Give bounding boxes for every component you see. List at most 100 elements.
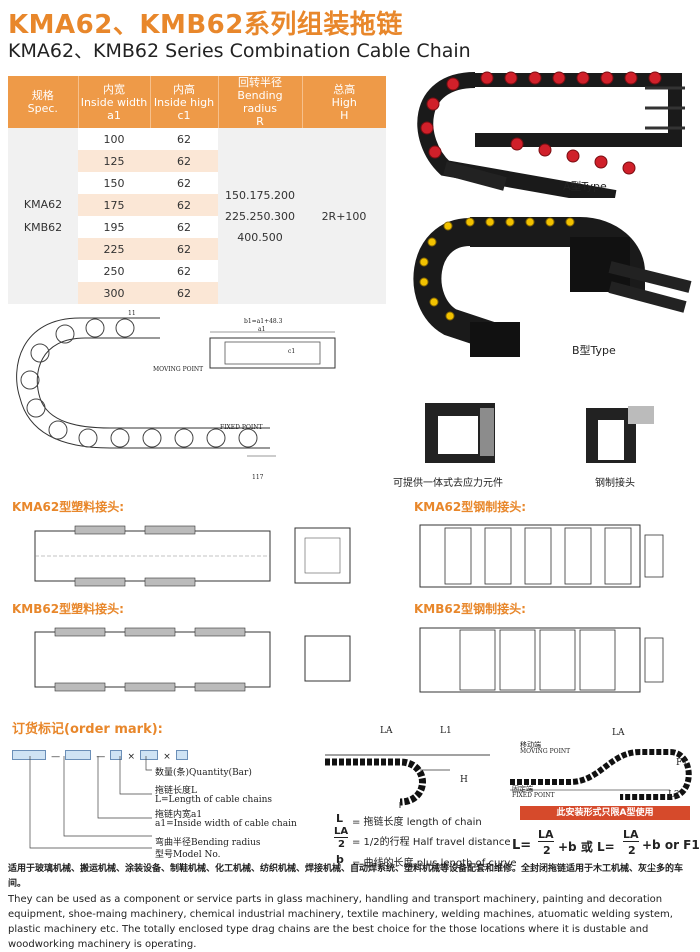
travel-diagram	[325, 754, 490, 808]
header-en: Inside width	[80, 95, 148, 109]
legend-la-text: = 1/2的行程 Half travel distance	[352, 837, 511, 848]
side-view-drawing	[16, 317, 276, 457]
width-cell: 100	[103, 132, 125, 146]
footer-text: 适用于玻璃机械、搬运机械、涂装设备、制鞋机械、化工机械、纺织机械、焊接机械、自动…	[8, 862, 696, 952]
height-cell: 62	[177, 264, 191, 278]
b-type-caption: B型Type	[572, 344, 616, 357]
radius-cell: 150.175.200 225.250.300 400.500	[218, 128, 302, 304]
width-cell: 250	[103, 264, 125, 278]
footer-cn: 适用于玻璃机械、搬运机械、涂装设备、制鞋机械、化工机械、纺织机械、焊接机械、自动…	[8, 864, 684, 889]
legend-l-sym: L	[336, 812, 344, 825]
legend-la-sym: LA	[334, 826, 349, 838]
formula-la-den-2: 2	[628, 844, 636, 857]
formula-part-2: +b 或 L=	[558, 840, 615, 854]
order-line: a1=Inside width of cable chain	[155, 819, 297, 829]
height-cell: 62	[177, 132, 191, 146]
header-en: Inside high	[153, 95, 215, 109]
radius-line: 400.500	[237, 230, 283, 244]
kma-steel-drawing	[419, 524, 664, 588]
dim-117-label: 117	[252, 474, 264, 481]
dim-a1-label: a1	[258, 326, 266, 333]
height-cell: 62	[177, 176, 191, 190]
order-line: L=Length of cable chains	[155, 795, 272, 805]
install-diagram	[510, 749, 692, 800]
kmb-plastic-title: KMB62型塑料接头:	[12, 602, 124, 616]
order-line: 拖链长度L	[155, 786, 197, 796]
header-sym: H	[340, 108, 349, 122]
diagram-la-right: LA	[612, 728, 625, 738]
width-cell: 175	[78, 194, 150, 216]
footer-en: They can be used as a component or servi…	[8, 894, 673, 950]
diagram-h: H	[460, 775, 468, 785]
radius-line: 150.175.200	[225, 188, 295, 202]
kmb-steel-drawing	[419, 627, 664, 693]
bracket-caption-1: 可提供一体式去应力元件	[393, 478, 503, 489]
header-cn: 内高	[173, 82, 195, 96]
header-en: Spec.	[27, 102, 58, 115]
order-line: 数量(条)Quantity(Bar)	[155, 768, 252, 778]
table-row: 250 62	[8, 260, 386, 282]
width-cell: 300	[78, 282, 150, 304]
header-cn: 总高	[333, 82, 356, 96]
width-cell: 195	[103, 220, 125, 234]
spec-kmb: KMB62	[23, 221, 63, 234]
total-high-cell: 2R+100	[302, 128, 386, 304]
diagram-la: LA	[380, 726, 393, 736]
kmb-plastic-drawing	[34, 627, 271, 692]
diagram-l2: L2	[668, 790, 680, 800]
header-cn: 回转半径	[238, 76, 282, 89]
page-title: KMA62、KMB62系列组装拖链	[8, 10, 403, 40]
height-cell: 62	[150, 282, 218, 304]
diagram-fixed-cn: 固定端	[512, 785, 533, 793]
diagram-l1: L1	[440, 726, 452, 736]
height-cell: 62	[150, 238, 218, 260]
diagram-fixed: FIXED POINT	[512, 792, 555, 799]
header-sym: a1	[107, 108, 121, 122]
order-title: 订货标记(order mark):	[12, 722, 163, 737]
width-cell: 125	[78, 150, 150, 172]
order-leader-lines	[29, 756, 152, 849]
height-cell: 62	[150, 194, 218, 216]
height-cell: 62	[177, 220, 191, 234]
header-sym: c1	[177, 108, 191, 122]
order-line: 弯曲半径Bending radius	[155, 838, 261, 848]
kma-plastic-title: KMA62型塑料接头:	[12, 500, 125, 514]
radius-line: 225.250.300	[225, 209, 295, 223]
formula-la-num-2: LA	[623, 828, 639, 842]
dim-11-label: 11	[128, 310, 136, 317]
spec-kma: KMA62	[23, 198, 63, 211]
legend-b-sym: b	[336, 853, 344, 866]
width-cell: 225	[78, 238, 150, 260]
header-cn: 规格	[31, 89, 54, 102]
height-cell: 62	[150, 150, 218, 172]
diagram-moving-cn: 移动端	[520, 741, 541, 749]
formula-la-den-1: 2	[543, 844, 551, 857]
order-line: 拖链内宽a1	[155, 810, 203, 820]
legend-b-text: = 曲线的长度 plus length of curve	[352, 858, 517, 869]
header-cn: 内宽	[103, 82, 125, 96]
kmb-plastic-end-view	[304, 635, 351, 682]
bracket-photo-2	[586, 406, 654, 463]
table-row: 195 62	[8, 216, 386, 238]
dim-c1-label: c1	[288, 348, 296, 355]
kma-plastic-end-view	[294, 527, 351, 584]
formula-part-3: +b or F1	[642, 838, 700, 852]
order-line: 型号Model No.	[155, 850, 221, 860]
kma-plastic-drawing	[34, 525, 271, 587]
header-sym: R	[256, 115, 264, 128]
cross-section-drawing	[209, 331, 336, 369]
